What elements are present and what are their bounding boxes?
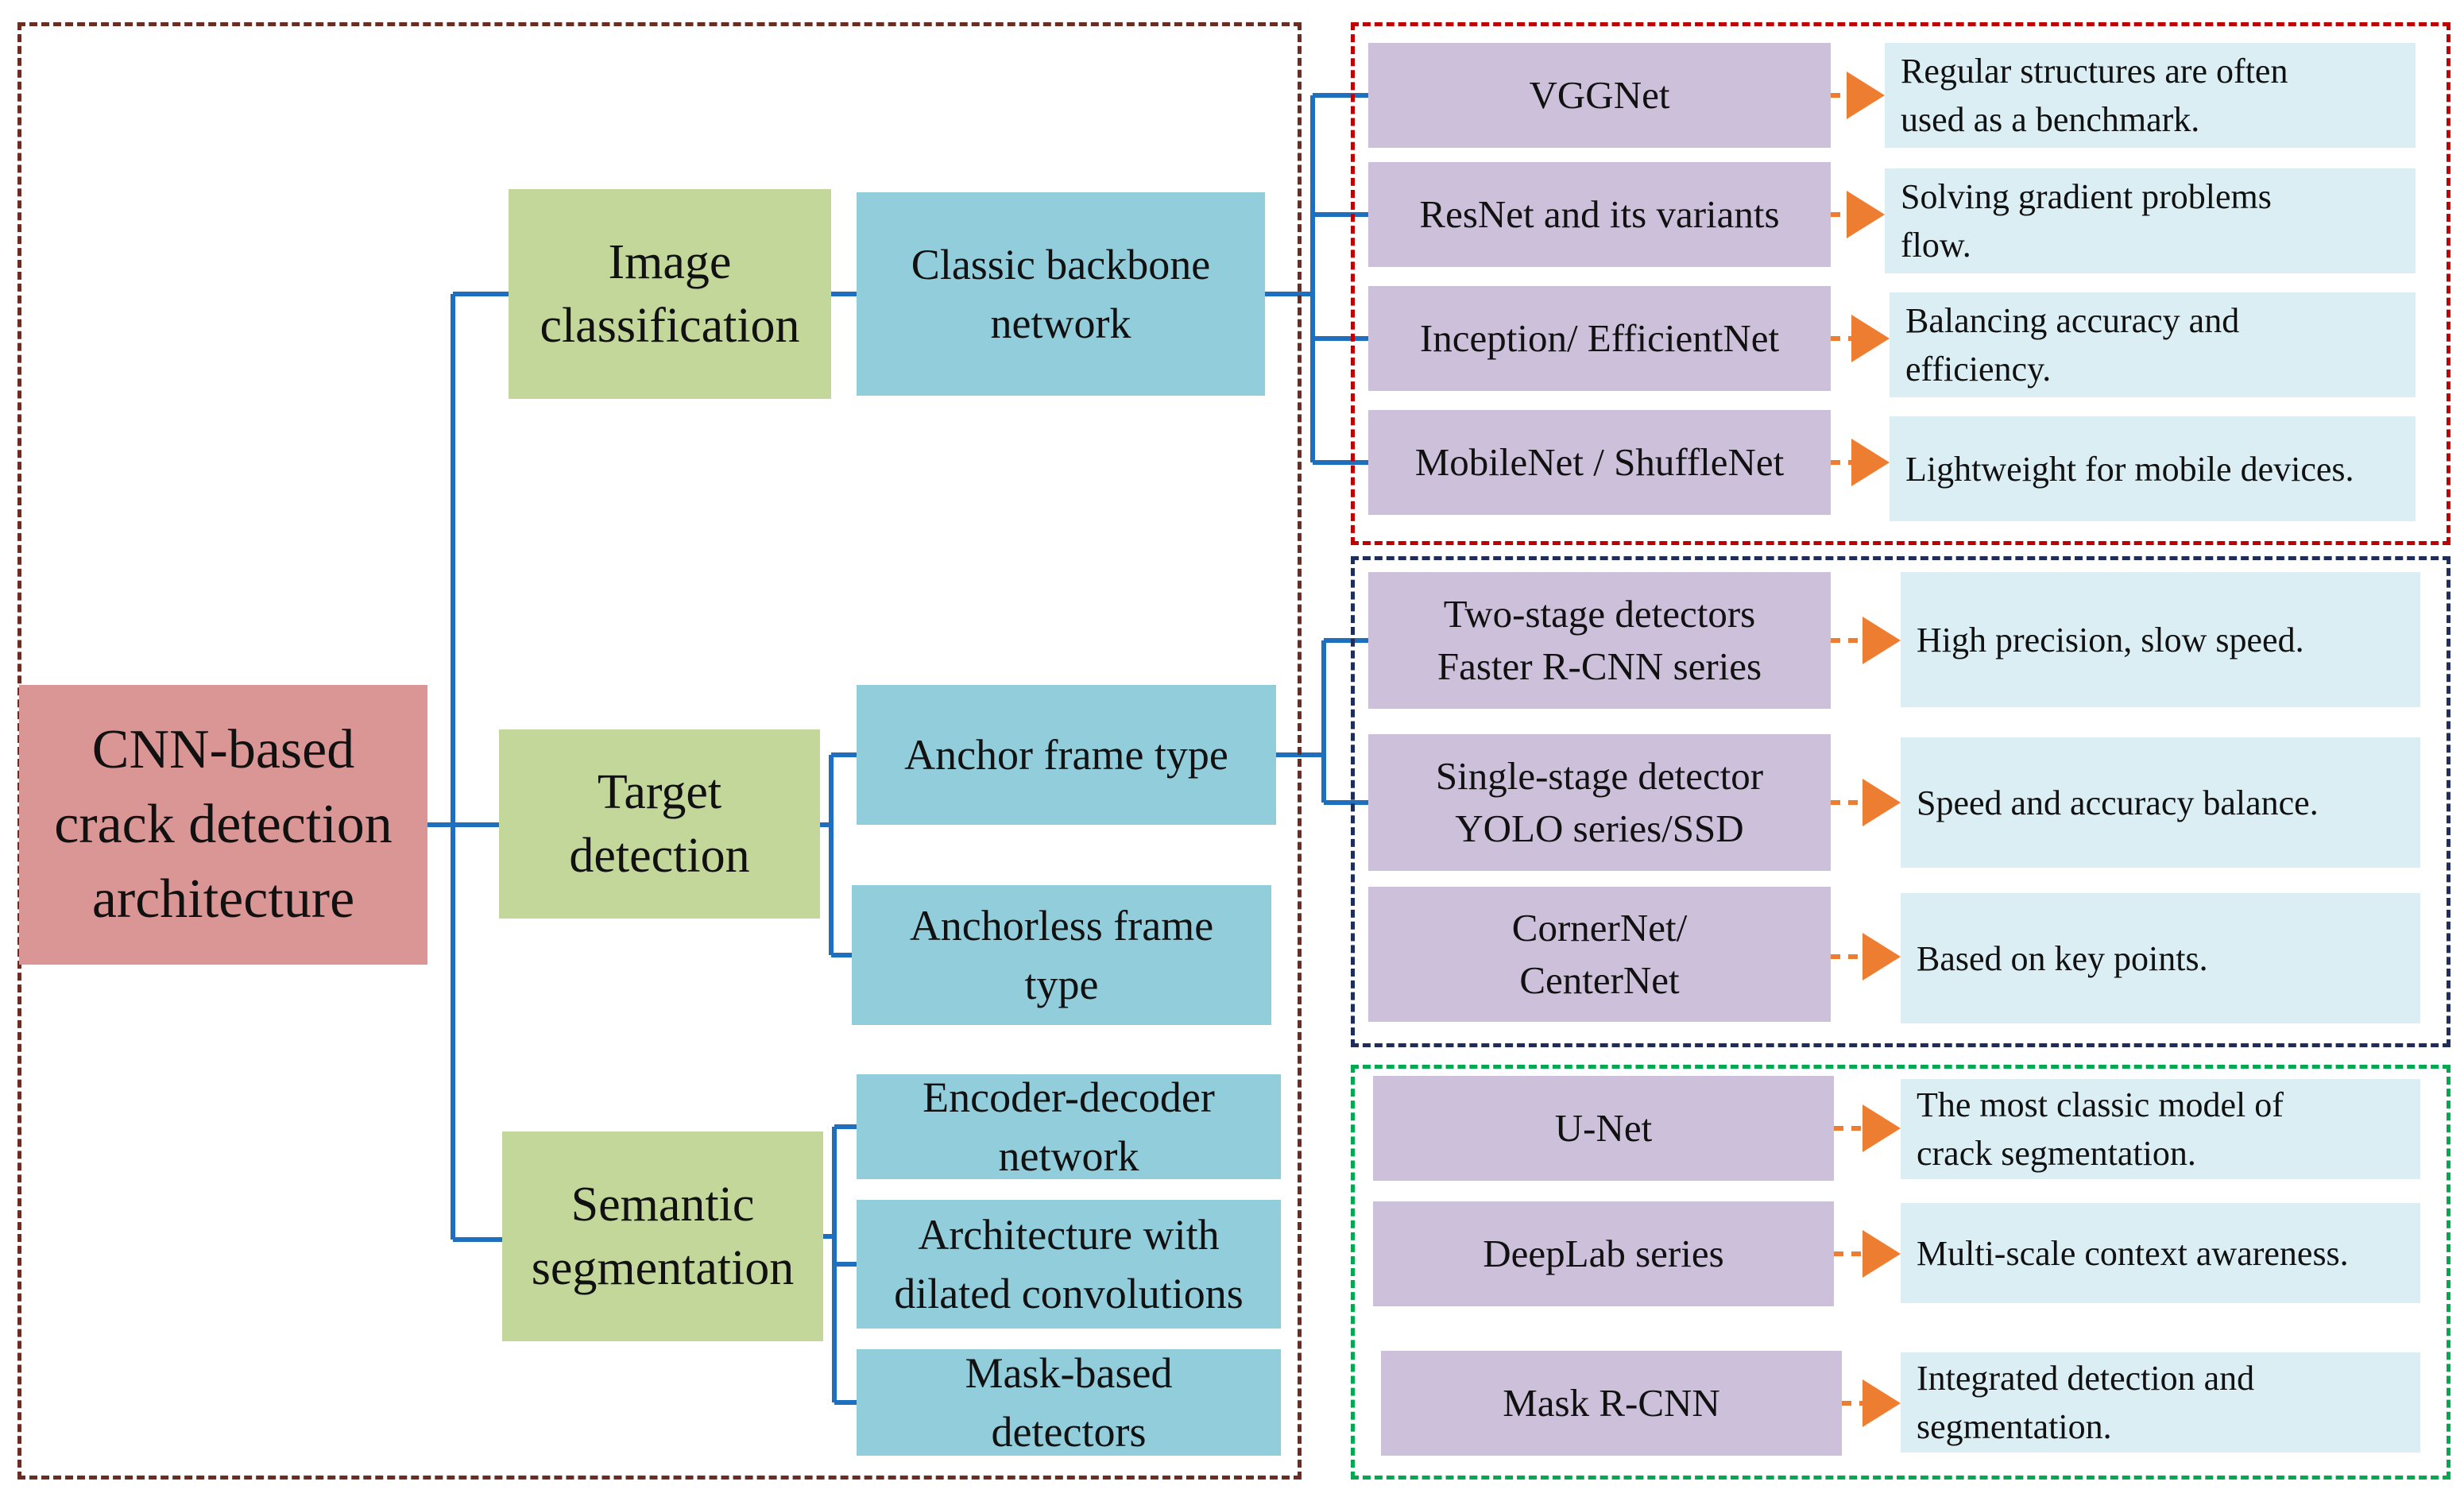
description-two-stage-detectors: High precision, slow speed. (1901, 572, 2420, 707)
connector-root-to-categories (427, 292, 509, 1242)
model-label: Inception/ EfficientNet (1419, 316, 1780, 360)
category-label: Image classification (540, 235, 800, 353)
frame-segmentation-models (1351, 1065, 2450, 1480)
subtype-label: Mask-based detectors (965, 1349, 1173, 1456)
description-text: Regular structures are often used as a b… (1901, 52, 2288, 139)
model-vggnet: VGGNet (1368, 43, 1831, 148)
subtype-label: Architecture with dilated convolutions (894, 1211, 1244, 1317)
subtype-mask-based: Mask-based detectors (857, 1349, 1281, 1456)
model-mobilenet-shufflenet: MobileNet / ShuffleNet (1368, 410, 1831, 515)
description-text: High precision, slow speed. (1917, 620, 2304, 660)
model-resnet: ResNet and its variants (1368, 162, 1831, 267)
subtype-label: Classic backbone network (911, 241, 1211, 347)
connector-backbone-to-models (1265, 93, 1368, 465)
description-text: Speed and accuracy balance. (1917, 783, 2319, 822)
description-deeplab-series: Multi-scale context awareness. (1901, 1203, 2420, 1303)
description-text: Multi-scale context awareness. (1917, 1233, 2349, 1273)
description-text: Lightweight for mobile devices. (1905, 449, 2354, 489)
subtype-classic-backbone: Classic backbone network (857, 192, 1265, 396)
subtype-encoder-decoder: Encoder-decoder network (857, 1073, 1281, 1180)
model-label: VGGNet (1529, 73, 1670, 117)
model-label: Single-stage detector YOLO series/SSD (1435, 754, 1764, 850)
connector-detection-to-subtypes (820, 752, 857, 957)
frame-classification-models (1351, 22, 2450, 545)
model-two-stage-detectors: Two-stage detectors Faster R-CNN series (1368, 572, 1831, 709)
subtype-label: Anchorless frame type (909, 902, 1214, 1008)
description-text: Solving gradient problems flow. (1901, 177, 2272, 265)
subtype-anchor-frame: Anchor frame type (857, 685, 1276, 825)
model-single-stage-detector: Single-stage detector YOLO series/SSD (1368, 734, 1831, 871)
description-inception-efficientnet: Balancing accuracy and efficiency. (1890, 292, 2416, 397)
description-unet: The most classic model of crack segmenta… (1901, 1079, 2420, 1179)
description-text: The most classic model of crack segmenta… (1917, 1085, 2284, 1173)
model-mask-rcnn: Mask R-CNN (1381, 1351, 1842, 1456)
model-label: MobileNet / ShuffleNet (1414, 440, 1785, 484)
model-inception-efficientnet: Inception/ EfficientNet (1368, 286, 1831, 391)
root-label: CNN-based crack detection architecture (54, 719, 393, 930)
model-unet: U-Net (1373, 1076, 1834, 1181)
connector-segmentation-to-subtypes (823, 1124, 857, 1405)
description-single-stage-detector: Speed and accuracy balance. (1901, 737, 2420, 868)
category-image-classification: Image classification (509, 189, 831, 399)
subtype-anchorless-frame: Anchorless frame type (852, 885, 1271, 1025)
model-label: Two-stage detectors Faster R-CNN series (1437, 592, 1762, 688)
category-label: Target detection (569, 765, 750, 883)
category-label: Semantic segmentation (531, 1178, 795, 1295)
model-label: ResNet and its variants (1419, 192, 1780, 236)
description-mask-rcnn: Integrated detection and segmentation. (1901, 1352, 2420, 1453)
description-text: Balancing accuracy and efficiency. (1905, 301, 2240, 389)
description-resnet: Solving gradient problems flow. (1885, 168, 2416, 273)
description-text: Integrated detection and segmentation. (1917, 1359, 2255, 1446)
subtype-dilated-convolutions: Architecture with dilated convolutions (857, 1200, 1281, 1329)
model-deeplab-series: DeepLab series (1373, 1201, 1834, 1306)
category-semantic-segmentation: Semantic segmentation (502, 1131, 823, 1341)
model-cornernet-centernet: CornerNet/ CenterNet (1368, 887, 1831, 1022)
subtype-label: Encoder-decoder network (923, 1073, 1215, 1180)
model-label: CornerNet/ CenterNet (1511, 906, 1688, 1002)
description-vggnet: Regular structures are often used as a b… (1885, 43, 2416, 148)
root-node: CNN-based crack detection architecture (19, 685, 427, 965)
description-text: Based on key points. (1917, 938, 2208, 978)
description-mobilenet-shufflenet: Lightweight for mobile devices. (1890, 416, 2416, 521)
model-label: Mask R-CNN (1503, 1381, 1720, 1425)
frame-detection-models (1351, 556, 2450, 1047)
subtype-label: Anchor frame type (904, 731, 1228, 779)
category-target-detection: Target detection (499, 729, 820, 919)
model-label: DeepLab series (1483, 1232, 1724, 1275)
description-cornernet-centernet: Based on key points. (1901, 893, 2420, 1023)
model-label: U-Net (1554, 1106, 1653, 1150)
